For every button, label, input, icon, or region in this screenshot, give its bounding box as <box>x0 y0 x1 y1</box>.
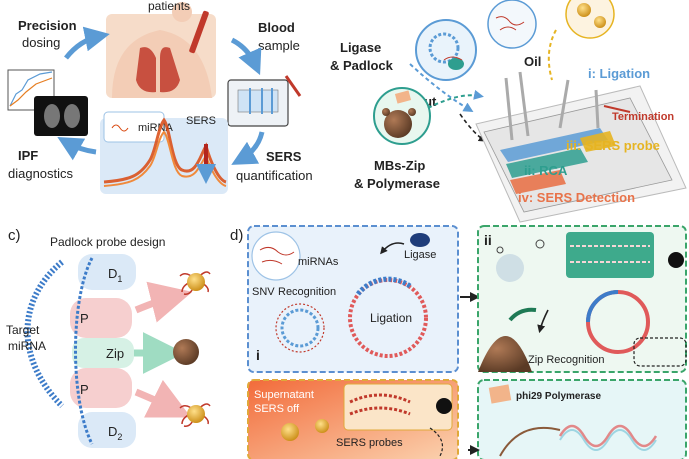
workflow-panel: patients Precision dosing Blood sample S… <box>7 0 313 194</box>
arrow-to-patients <box>64 26 110 60</box>
sers-spectrum: miRNA SERS <box>100 111 228 194</box>
sers-detection-step-label: iv: SERS Detection <box>518 190 635 205</box>
gold-nanoparticle-top <box>179 271 211 295</box>
ligation-step-label: i: Ligation <box>588 66 650 81</box>
microfluidic-chip-icon <box>475 71 687 223</box>
blood-label-2: sample <box>258 38 300 53</box>
padlock-bubble <box>415 19 477 81</box>
target-label-1: Target <box>6 323 40 337</box>
recognition-label: Recognition <box>278 286 336 298</box>
chip-panel: Ligase & Padlock Oil Out MBs-Zip & Polym… <box>330 0 687 223</box>
p-top-label: P <box>80 311 89 326</box>
sers-off-label: SERS off <box>254 403 300 415</box>
supernatant-label: Supernatant <box>254 389 314 401</box>
mechanism-panel: d) miRNAs Ligase SNV Recognition Ligatio… <box>230 225 687 459</box>
patient-illustration: patients <box>106 0 216 98</box>
oil-label: Oil <box>524 54 541 69</box>
segment-d2 <box>78 412 136 448</box>
segment-p-bottom <box>70 368 132 408</box>
precision-label-1: Precision <box>18 18 77 33</box>
ligase-label-2: & Padlock <box>330 58 394 73</box>
target-label-2: miRNA <box>8 339 46 353</box>
segment-d1 <box>78 254 136 290</box>
step-i-numeral: i <box>256 347 260 363</box>
padlock-design-panel: c) Padlock probe design Target miRNA D1 … <box>6 227 211 448</box>
rca-step-label: ii: RCA <box>524 163 568 178</box>
ligase-small-label: Ligase <box>404 249 436 261</box>
segment-zip <box>72 338 134 368</box>
mirnas-label: miRNAs <box>298 256 339 268</box>
mirna-label: miRNA <box>138 122 173 134</box>
panel-d-letter: d) <box>230 227 243 244</box>
termination-label: Termination <box>612 111 674 123</box>
segment-p-top <box>70 298 132 338</box>
snv-label: SNV <box>252 286 275 298</box>
sers-peak-label: SERS <box>186 115 216 127</box>
lung-icon <box>136 47 156 93</box>
panel-c-letter: c) <box>8 227 21 244</box>
magnetic-bead-icon <box>384 110 412 138</box>
ligase-label-1: Ligase <box>340 40 381 55</box>
ipf-label-1: IPF <box>18 148 38 163</box>
blood-label-1: Blood <box>258 20 295 35</box>
patients-label: patients <box>148 0 190 13</box>
sample-device <box>227 75 302 127</box>
gold-nanoparticle-icon <box>577 3 591 17</box>
blood-tube-icon <box>189 10 209 54</box>
padlock-title: Padlock probe design <box>50 235 165 249</box>
precision-label-2: dosing <box>22 35 60 50</box>
d2-label: D <box>108 424 117 439</box>
ligated-padlock <box>348 278 428 358</box>
arrow-to-sers <box>231 131 265 165</box>
arrow-to-ipf <box>57 137 97 161</box>
mbs-label-1: MBs-Zip <box>374 158 425 173</box>
sers-probe-bubble <box>565 0 615 39</box>
d1-subscript: 1 <box>117 274 122 284</box>
sers-label-2: quantification <box>236 168 313 183</box>
diagnostics-images <box>7 69 88 136</box>
ligation-label: Ligation <box>370 311 412 325</box>
svg-text:D2: D2 <box>108 424 122 442</box>
magnetic-bead <box>173 339 199 365</box>
p-bottom-label: P <box>80 382 89 397</box>
gold-nanoparticle-bottom <box>179 403 211 427</box>
d2-subscript: 2 <box>117 432 122 442</box>
zip-recognition-label: Zip Recognition <box>528 354 604 366</box>
d1-label: D <box>108 266 117 281</box>
mbs-label-2: & Polymerase <box>354 176 440 191</box>
phi29-label: phi29 Polymerase <box>516 391 601 402</box>
arrow-to-blood <box>230 37 262 76</box>
step-ii-numeral: ii <box>484 232 492 248</box>
zip-label: Zip <box>106 346 124 361</box>
step-i-box <box>247 225 459 373</box>
svg-text:D1: D1 <box>108 266 122 284</box>
sers-probes-label: SERS probes <box>336 437 403 449</box>
sers-probe-step-label: iii: SERS probe <box>566 138 660 153</box>
ipf-label-2: diagnostics <box>8 166 74 181</box>
sers-label-1: SERS <box>266 149 302 164</box>
target-mirna-strand <box>24 259 65 409</box>
